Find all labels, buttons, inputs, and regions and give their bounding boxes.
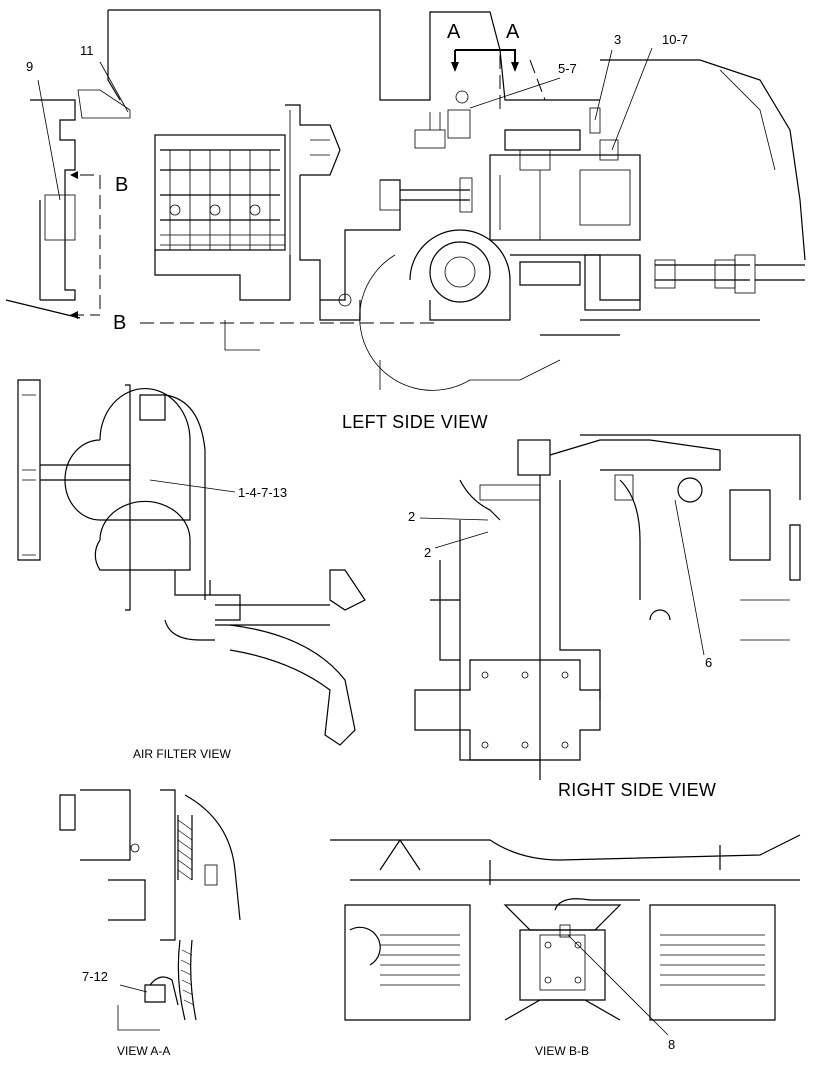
callout-11: 11 — [80, 43, 94, 58]
callout-1-4-7-13: 1-4-7-13 — [238, 485, 288, 500]
view-aa-drawing — [59, 789, 241, 1031]
section-a-left-marker: A — [447, 21, 461, 43]
callout-2-upper: 2 — [408, 509, 416, 524]
section-b-top-marker: B — [115, 174, 129, 196]
right-side-view-title: RIGHT SIDE VIEW — [558, 780, 717, 800]
callout-6: 6 — [705, 655, 713, 670]
callout-7-12: 7-12 — [82, 969, 109, 984]
callout-10-7: 10-7 — [662, 32, 689, 47]
callout-3: 3 — [614, 32, 622, 47]
section-b-bottom-marker: B — [113, 312, 127, 334]
section-a-right-marker: A — [506, 21, 520, 43]
callout-2-lower: 2 — [424, 545, 432, 560]
callout-5-7: 5-7 — [558, 61, 577, 76]
callout-9: 9 — [26, 59, 34, 74]
callout-8: 8 — [668, 1037, 676, 1052]
view-bb-title: VIEW B-B — [535, 1044, 590, 1058]
air-filter-view-drawing — [17, 379, 366, 746]
air-filter-view-title: AIR FILTER VIEW — [133, 747, 231, 761]
view-aa-title: VIEW A-A — [117, 1044, 171, 1058]
right-side-view-drawing — [414, 434, 801, 780]
left-side-view-drawing — [5, 9, 806, 391]
view-bb-drawing — [330, 834, 801, 1036]
left-side-view-title: LEFT SIDE VIEW — [342, 412, 488, 432]
